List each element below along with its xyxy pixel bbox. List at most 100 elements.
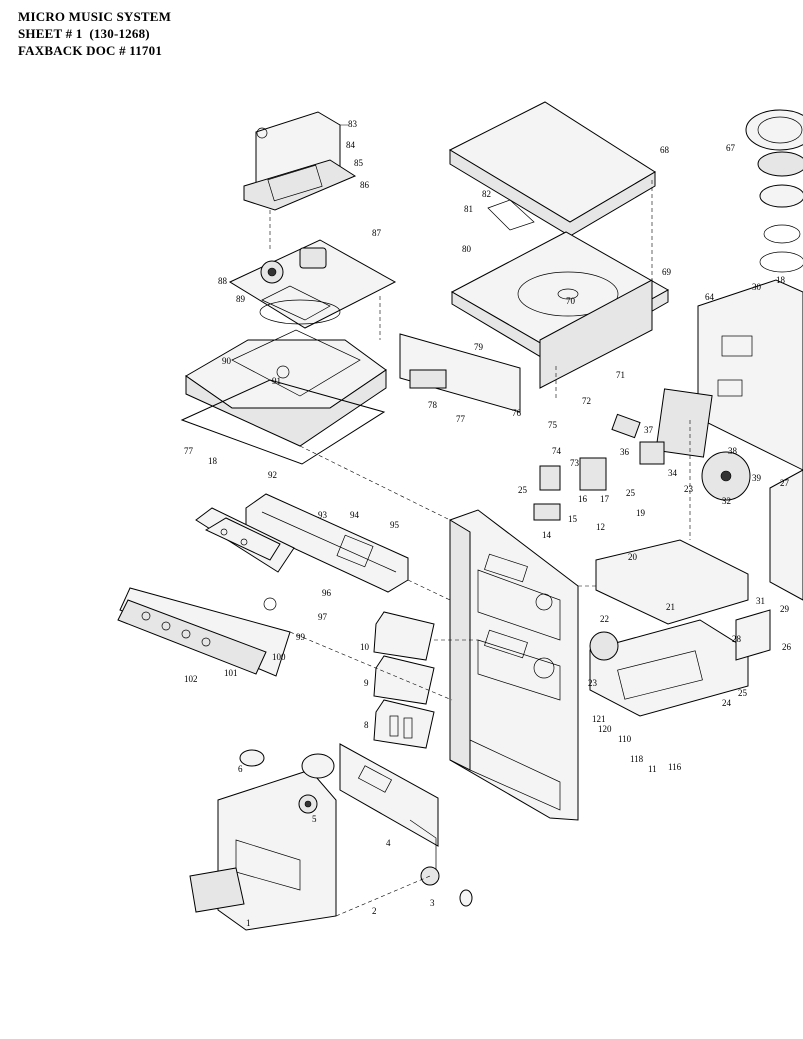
callout-18b: 18	[776, 275, 786, 285]
callout-25b: 25	[518, 485, 528, 495]
callout-89: 89	[236, 294, 246, 304]
cd-frame	[180, 329, 387, 465]
callout-96: 96	[322, 588, 332, 598]
callout-22: 22	[600, 614, 609, 624]
callout-4: 4	[386, 838, 391, 848]
callout-72: 72	[582, 396, 591, 406]
callout-38: 38	[728, 446, 738, 456]
header-doc: FAXBACK DOC # 11701	[18, 43, 163, 58]
callout-77: 77	[184, 446, 194, 456]
button-board	[195, 507, 295, 573]
callout-labels: 83 84 85 86 87 88 89 90 91 77 18 92 68 6…	[184, 119, 792, 928]
callout-80: 80	[462, 244, 472, 254]
callout-78: 78	[428, 400, 438, 410]
callout-120: 120	[598, 724, 612, 734]
callout-1: 1	[246, 918, 251, 928]
deck-mechanism-board	[533, 413, 749, 625]
callout-17: 17	[600, 494, 610, 504]
knob-5	[298, 794, 318, 814]
front-control-panel	[117, 587, 291, 677]
callout-39: 39	[752, 473, 762, 483]
callout-9: 9	[364, 678, 369, 688]
callout-21: 21	[666, 602, 675, 612]
callout-32: 32	[722, 496, 731, 506]
callout-28: 28	[732, 634, 742, 644]
callout-2: 2	[372, 906, 377, 916]
callout-29: 29	[780, 604, 790, 614]
side-bracket-right	[769, 469, 803, 601]
callout-23b: 23	[588, 678, 598, 688]
callout-25c: 25	[738, 688, 748, 698]
callout-79: 79	[474, 342, 484, 352]
callout-8: 8	[364, 720, 369, 730]
diagram-header: MICRO MUSIC SYSTEM SHEET # 1 (130-1268) …	[18, 8, 171, 59]
knob-cylinder	[301, 753, 335, 779]
callout-100: 100	[272, 652, 286, 662]
cassette-door-10	[373, 611, 435, 661]
cd-tray-chassis	[399, 231, 670, 413]
top-lid	[448, 101, 656, 237]
callout-11: 11	[648, 764, 657, 774]
callout-16: 16	[578, 494, 588, 504]
callout-25: 25	[626, 488, 636, 498]
main-pcb	[655, 279, 803, 501]
speaker-driver	[745, 109, 803, 273]
front-bottom-panel	[189, 769, 337, 931]
callout-37: 37	[644, 425, 654, 435]
callout-90: 90	[222, 356, 232, 366]
callout-15: 15	[568, 514, 578, 524]
callout-121: 121	[592, 714, 606, 724]
cassette-door-8	[373, 699, 435, 749]
callout-27: 27	[780, 478, 790, 488]
callout-93: 93	[318, 510, 328, 520]
callout-84: 84	[346, 140, 356, 150]
callout-110: 110	[618, 734, 632, 744]
callout-83: 83	[348, 119, 358, 129]
inner-bracket	[339, 743, 440, 886]
callout-76: 76	[512, 408, 522, 418]
callout-26: 26	[782, 642, 792, 652]
callout-95: 95	[390, 520, 400, 530]
callout-118: 118	[630, 754, 644, 764]
callout-24: 24	[722, 698, 732, 708]
cd-loader-bracket	[243, 111, 357, 211]
callout-77b: 77	[456, 414, 466, 424]
callout-23: 23	[684, 484, 694, 494]
cassette-door-9	[373, 655, 435, 705]
callout-31: 31	[756, 596, 765, 606]
header-sheet: SHEET # 1 (130-1268)	[18, 26, 150, 41]
callout-5: 5	[312, 814, 317, 824]
callout-14: 14	[542, 530, 552, 540]
callout-67: 67	[726, 143, 736, 153]
callout-102: 102	[184, 674, 198, 684]
clip-3	[459, 889, 473, 907]
callout-85: 85	[354, 158, 364, 168]
callout-82: 82	[482, 189, 491, 199]
callout-69: 69	[662, 267, 672, 277]
header-title: MICRO MUSIC SYSTEM	[18, 9, 172, 24]
cd-mechanism	[228, 239, 397, 329]
callout-20: 20	[628, 552, 638, 562]
callout-30: 30	[752, 282, 762, 292]
callout-71: 71	[616, 370, 625, 380]
front-cabinet	[449, 509, 579, 821]
callout-87: 87	[372, 228, 382, 238]
callout-97: 97	[318, 612, 328, 622]
callout-73: 73	[570, 458, 580, 468]
callout-99: 99	[296, 632, 306, 642]
callout-18: 18	[208, 456, 218, 466]
callout-74: 74	[552, 446, 562, 456]
callout-68: 68	[660, 145, 670, 155]
callout-36: 36	[620, 447, 630, 457]
callout-116: 116	[668, 762, 682, 772]
callout-64: 64	[705, 292, 715, 302]
callout-91: 91	[272, 376, 281, 386]
cassette-deck	[589, 609, 771, 717]
assembly-guides	[269, 180, 691, 917]
callout-70: 70	[566, 296, 576, 306]
callout-3: 3	[430, 898, 435, 908]
callout-86: 86	[360, 180, 370, 190]
callout-101: 101	[224, 668, 238, 678]
callout-75: 75	[548, 420, 558, 430]
